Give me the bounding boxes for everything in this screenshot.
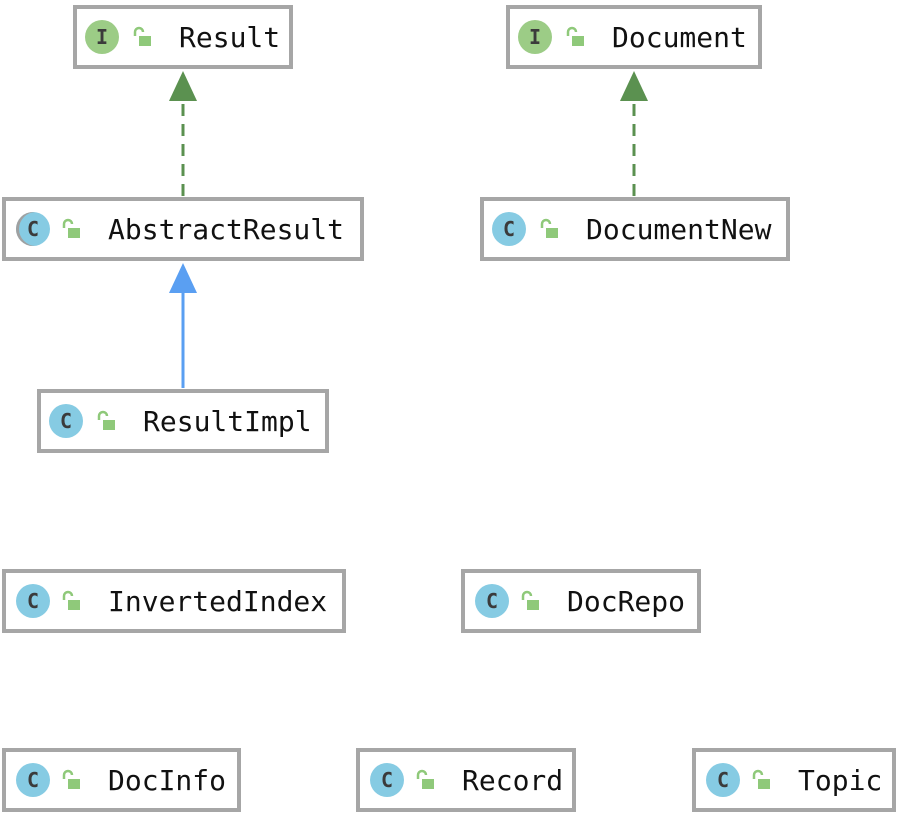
node-documentnew[interactable]: C DocumentNew xyxy=(480,197,790,261)
edge-resultimpl-extends-abstractresult xyxy=(169,263,197,388)
unlocked-public-icon xyxy=(62,769,80,789)
class-icon: C xyxy=(475,584,509,618)
unlocked-public-icon xyxy=(540,218,558,238)
node-invertedindex[interactable]: C InvertedIndex xyxy=(2,569,346,633)
edge-documentnew-implements-document xyxy=(620,71,648,196)
unlocked-public-icon xyxy=(752,769,770,789)
unlocked-public-icon xyxy=(62,218,80,238)
class-icon: C xyxy=(49,404,83,438)
node-label: Document xyxy=(612,21,747,54)
node-label: DocRepo xyxy=(567,585,686,618)
abstract-class-icon: C xyxy=(16,212,50,246)
node-label: InvertedIndex xyxy=(108,585,328,618)
class-icon: C xyxy=(706,763,740,797)
unlocked-public-icon xyxy=(521,590,539,610)
node-label: AbstractResult xyxy=(108,213,345,246)
node-docrepo[interactable]: C DocRepo xyxy=(461,569,701,633)
class-icon: C xyxy=(370,763,404,797)
node-label: ResultImpl xyxy=(143,405,312,438)
node-docinfo[interactable]: C DocInfo xyxy=(2,748,241,812)
node-document[interactable]: I Document xyxy=(506,5,762,69)
node-record[interactable]: C Record xyxy=(356,748,576,812)
edge-abstractresult-implements-result xyxy=(169,71,197,196)
node-result[interactable]: I Result xyxy=(73,5,293,69)
node-abstractresult[interactable]: C AbstractResult xyxy=(2,197,364,261)
unlocked-public-icon xyxy=(566,26,584,46)
node-label: Topic xyxy=(798,764,883,797)
unlocked-public-icon xyxy=(62,590,80,610)
node-label: Record xyxy=(462,764,564,797)
unlocked-public-icon xyxy=(133,26,151,46)
node-label: DocumentNew xyxy=(586,213,772,246)
interface-icon: I xyxy=(85,20,119,54)
node-resultimpl[interactable]: C ResultImpl xyxy=(37,389,329,453)
unlocked-public-icon xyxy=(97,410,115,430)
node-label: DocInfo xyxy=(108,764,227,797)
unlocked-public-icon xyxy=(416,769,434,789)
class-icon: C xyxy=(492,212,526,246)
node-topic[interactable]: C Topic xyxy=(692,748,896,812)
interface-icon: I xyxy=(518,20,552,54)
node-label: Result xyxy=(179,21,281,54)
class-icon: C xyxy=(16,763,50,797)
class-icon: C xyxy=(16,584,50,618)
